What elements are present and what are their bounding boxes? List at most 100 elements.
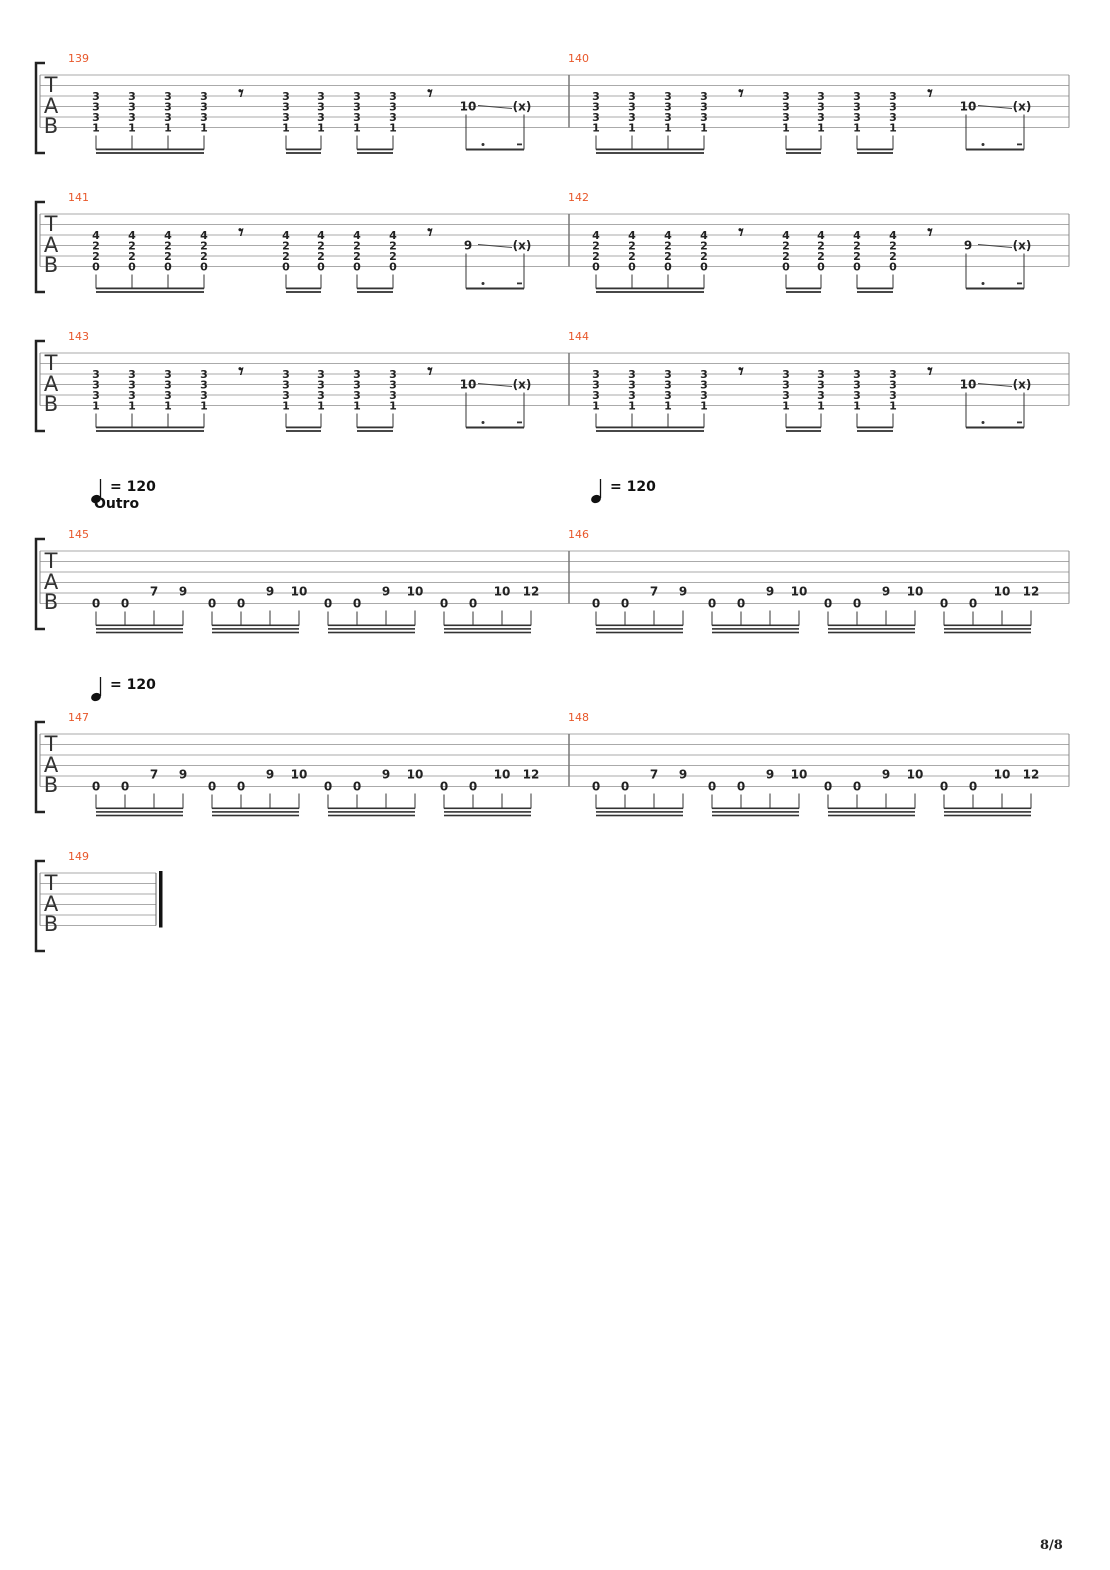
tab-fret-number: 2 — [389, 250, 397, 263]
tab-fret-number: 1 — [92, 122, 100, 135]
tab-clef-a: A — [44, 753, 59, 777]
tab-fret-number: 1 — [700, 122, 708, 135]
tab-fret-number: 3 — [317, 379, 325, 392]
tab-fret-number: 4 — [317, 229, 325, 242]
tab-fret-number: 0 — [824, 597, 832, 611]
system-bracket — [34, 859, 45, 953]
beam — [357, 426, 393, 429]
eighth-rest: 𝄾 — [927, 220, 933, 244]
tab-fret-number: 7 — [650, 768, 658, 782]
beam — [828, 807, 915, 810]
beam — [96, 628, 183, 630]
tab-fret-number: 3 — [889, 111, 897, 124]
tab-fret-number: 3 — [817, 368, 825, 381]
tab-fret-number: 1 — [389, 400, 397, 413]
tab-fret-number: 3 — [128, 101, 136, 114]
tab-fret-number: 0 — [853, 597, 861, 611]
beam — [712, 628, 799, 630]
tab-clef-b: B — [44, 912, 58, 936]
tab-fret-number: 9 — [179, 585, 187, 599]
tab-fret-number: 9 — [382, 585, 390, 599]
tab-fret-number: 2 — [164, 240, 172, 253]
beam — [857, 152, 893, 154]
dot — [981, 282, 985, 285]
tab-fret-number: 3 — [282, 368, 290, 381]
beam — [286, 287, 321, 290]
tab-fret-number: 10 — [907, 585, 924, 599]
partial-beam — [1017, 143, 1022, 146]
tab-fret-number: 12 — [523, 585, 540, 599]
tab-fret-number: 10 — [407, 768, 424, 782]
tab-fret-number: 0 — [237, 780, 245, 794]
tab-fret-number: 3 — [164, 111, 172, 124]
tab-fret-number: 3 — [628, 111, 636, 124]
dot — [481, 421, 485, 424]
tab-fret-number: 9 — [679, 585, 687, 599]
tab-fret-number: 3 — [317, 111, 325, 124]
partial-beam — [1017, 282, 1022, 285]
tab-clef-t: T — [44, 732, 58, 756]
eighth-rest: 𝄾 — [738, 81, 744, 105]
tab-fret-number: 10 — [960, 100, 977, 114]
tab-fret-number: 3 — [128, 111, 136, 124]
tab-fret-number: 2 — [782, 250, 790, 263]
tab-fret-number: 12 — [1023, 585, 1040, 599]
beam — [444, 811, 531, 813]
beam — [328, 814, 415, 817]
tab-fret-number: 3 — [92, 368, 100, 381]
dead-note-fret: (x) — [1013, 239, 1032, 253]
measure-number: 146 — [568, 528, 589, 541]
tempo-marking: = 120 — [610, 479, 656, 495]
tab-fret-number: 10 — [291, 585, 308, 599]
tab-fret-number: 3 — [889, 389, 897, 402]
tab-fret-number: 1 — [782, 122, 790, 135]
tab-clef-a: A — [44, 372, 59, 396]
tab-fret-number: 0 — [353, 261, 361, 274]
tab-fret-number: 3 — [592, 111, 600, 124]
tab-fret-number: 3 — [128, 379, 136, 392]
eighth-rest: 𝄾 — [427, 81, 433, 105]
beam — [96, 814, 183, 817]
beam — [596, 426, 704, 429]
dead-note-fret: (x) — [513, 378, 532, 392]
tempo-marking: = 120 — [110, 479, 156, 495]
tab-clef-b: B — [44, 773, 58, 797]
tab-fret-number: 4 — [128, 229, 136, 242]
beam — [596, 628, 683, 630]
tab-fret-number: 3 — [389, 111, 397, 124]
tab-fret-number: 3 — [592, 389, 600, 402]
tab-fret-number: 0 — [440, 780, 448, 794]
tab-fret-number: 1 — [664, 122, 672, 135]
tab-fret-number: 4 — [889, 229, 897, 242]
tab-fret-number: 0 — [824, 780, 832, 794]
tab-fret-number: 7 — [150, 768, 158, 782]
tab-fret-number: 2 — [664, 240, 672, 253]
tab-fret-number: 0 — [317, 261, 325, 274]
tab-fret-number: 2 — [889, 240, 897, 253]
tab-fret-number: 3 — [889, 379, 897, 392]
beam — [966, 426, 1024, 429]
quarter-note-icon — [91, 692, 101, 702]
tab-fret-number: 3 — [853, 101, 861, 114]
tab-fret-number: 3 — [128, 368, 136, 381]
tab-fret-number: 3 — [128, 90, 136, 103]
dead-note-fret: (x) — [513, 239, 532, 253]
tab-fret-number: 7 — [650, 585, 658, 599]
tab-fret-number: 3 — [353, 368, 361, 381]
dead-note-fret: (x) — [1013, 100, 1032, 114]
beam — [828, 814, 915, 817]
tab-fret-number: 0 — [208, 780, 216, 794]
measure-number: 145 — [68, 528, 89, 541]
beam — [357, 430, 393, 432]
tab-fret-number: 3 — [817, 90, 825, 103]
tab-fret-number: 2 — [628, 250, 636, 263]
tab-clef-a: A — [44, 892, 59, 916]
tab-fret-number: 10 — [460, 100, 477, 114]
tab-fret-number: 3 — [664, 101, 672, 114]
tab-fret-number: 1 — [628, 400, 636, 413]
tab-fret-number: 1 — [817, 122, 825, 135]
beam — [96, 807, 183, 810]
tab-fret-number: 10 — [791, 768, 808, 782]
beam — [786, 426, 821, 429]
tab-fret-number: 0 — [700, 261, 708, 274]
